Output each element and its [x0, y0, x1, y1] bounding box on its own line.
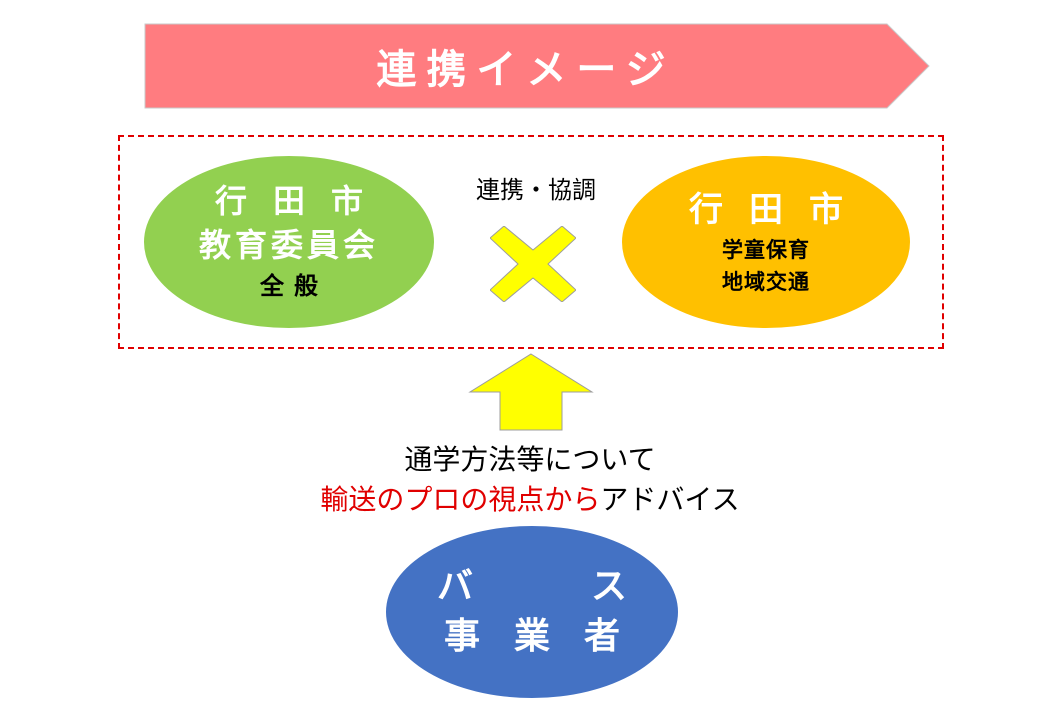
ellipse-bottom-char-ba: バ — [436, 566, 473, 607]
up-arrow-icon — [468, 353, 594, 431]
ellipse-bus-operator: バス 事業者 — [386, 526, 678, 698]
ellipse-bottom-line1: バス — [437, 562, 627, 612]
ellipse-bottom-line2: 事業者 — [443, 616, 654, 657]
cooperation-label: 連携・協調 — [476, 176, 596, 204]
ellipse-left-line2: 教育委員会 — [198, 226, 379, 264]
ellipse-right-line2: 学童保育 — [722, 238, 810, 262]
ellipse-left-line3: 全般 — [260, 272, 328, 300]
banner-arrow-shape — [144, 23, 930, 109]
ellipse-bottom-char-su: ス — [591, 566, 628, 607]
dashed-group-box — [118, 135, 944, 349]
ellipse-right-line3: 地域交通 — [722, 270, 810, 294]
ellipse-right-line1: 行田市 — [689, 190, 869, 230]
ellipse-board-of-education: 行田市 教育委員会 全般 — [144, 156, 434, 328]
caption-line2: 輸送のプロの視点からアドバイス — [220, 478, 840, 518]
banner-title: 連携イメージ — [376, 47, 676, 93]
caption-highlight: 輸送のプロの視点から — [320, 483, 601, 516]
caption-line1: 通学方法等について — [404, 443, 656, 476]
ellipse-left-line1: 行田市 — [214, 182, 389, 220]
cross-icon — [490, 226, 576, 302]
ellipse-city-services: 行田市 学童保育 地域交通 — [622, 156, 910, 328]
caption-advice: アドバイス — [600, 483, 740, 516]
